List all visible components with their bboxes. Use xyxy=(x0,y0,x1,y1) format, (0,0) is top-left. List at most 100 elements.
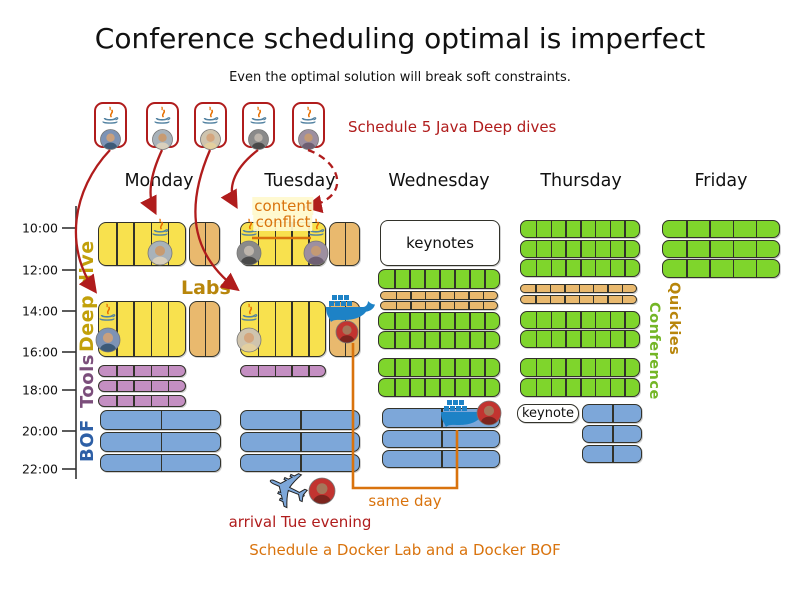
column-divider xyxy=(167,365,170,377)
column-divider xyxy=(624,240,626,258)
track-label-bof: BOF xyxy=(77,419,98,462)
column-divider xyxy=(441,450,443,468)
session-block-mon-labs xyxy=(189,301,220,357)
java-logo-icon xyxy=(248,106,268,129)
column-divider xyxy=(454,269,456,289)
track-label-quickies: Quickies xyxy=(666,282,682,356)
session-block-mon-tools xyxy=(98,380,186,392)
annotation-same-day: same day xyxy=(368,492,442,510)
column-divider xyxy=(686,220,688,238)
column-divider xyxy=(116,380,118,392)
session-block-mon-labs xyxy=(189,222,220,266)
column-divider xyxy=(116,222,118,266)
page-title: Conference scheduling optimal is imperfe… xyxy=(94,22,706,55)
column-divider xyxy=(578,284,580,293)
column-divider xyxy=(133,222,135,266)
session-block-wed-conference xyxy=(378,312,500,330)
column-divider xyxy=(133,380,135,392)
column-divider xyxy=(394,331,396,349)
column-divider xyxy=(409,358,411,377)
time-label-2200: 22:00 xyxy=(21,461,58,477)
session-block-fri-conference xyxy=(662,259,780,278)
speaker-card-speaker-2 xyxy=(145,102,179,150)
column-divider xyxy=(564,295,566,304)
column-divider xyxy=(439,378,441,397)
column-divider xyxy=(565,311,567,329)
column-divider xyxy=(439,291,441,300)
java-logo-icon xyxy=(100,106,120,129)
column-divider xyxy=(709,259,711,278)
column-divider xyxy=(424,378,426,397)
speaker-avatar xyxy=(151,129,173,154)
column-divider xyxy=(612,404,614,423)
column-divider xyxy=(394,312,396,330)
column-divider xyxy=(607,284,609,293)
java-logo-icon xyxy=(152,106,172,129)
column-divider xyxy=(167,222,170,266)
column-divider xyxy=(609,330,611,348)
column-divider xyxy=(484,312,486,330)
session-block-thu-conference xyxy=(520,358,640,377)
column-divider xyxy=(469,378,471,397)
java-logo-icon xyxy=(151,218,169,246)
column-divider xyxy=(291,222,293,266)
column-divider xyxy=(535,220,538,238)
session-block-thu-conference xyxy=(520,311,640,329)
session-block-thu-conference xyxy=(520,259,640,277)
column-divider xyxy=(755,240,758,258)
column-divider xyxy=(624,259,626,277)
column-divider xyxy=(550,378,552,397)
java-logo-icon xyxy=(298,106,318,129)
column-divider xyxy=(609,259,611,277)
column-divider xyxy=(732,240,735,258)
speaker-avatar xyxy=(236,327,262,357)
annotation-content-conflict-line2: conflict xyxy=(253,213,313,231)
session-block-wed-conference xyxy=(378,331,500,349)
speaker-avatar xyxy=(147,240,173,270)
session-block-fri-conference xyxy=(662,220,780,238)
column-divider xyxy=(116,395,118,407)
session-block-mon-tools xyxy=(98,395,186,407)
column-divider xyxy=(564,284,566,293)
column-divider xyxy=(394,269,396,289)
session-block-tue-bof xyxy=(240,432,360,452)
column-divider xyxy=(535,240,538,258)
column-divider xyxy=(594,358,597,377)
speaker-avatar xyxy=(199,129,221,154)
time-label-1000: 10:00 xyxy=(21,220,58,236)
column-divider xyxy=(594,240,597,258)
column-divider xyxy=(609,240,611,258)
session-block-mon-tools xyxy=(98,365,186,377)
column-divider xyxy=(439,331,441,349)
column-divider xyxy=(755,220,758,238)
day-header-wednesday: Wednesday xyxy=(388,171,490,191)
column-divider xyxy=(160,454,162,472)
column-divider xyxy=(565,240,567,258)
column-divider xyxy=(300,410,302,430)
column-divider xyxy=(565,330,567,348)
column-divider xyxy=(453,291,455,300)
column-divider xyxy=(274,301,277,357)
column-divider xyxy=(469,269,471,289)
column-divider xyxy=(580,259,582,277)
session-block-wed-keynote: keynotes xyxy=(380,220,500,266)
column-divider xyxy=(482,301,484,310)
session-block-wed-quickies xyxy=(380,291,498,300)
column-divider xyxy=(609,378,611,397)
java-logo-icon xyxy=(98,303,116,331)
session-block-tue-bof xyxy=(240,410,360,430)
column-divider xyxy=(612,445,614,463)
column-divider xyxy=(394,378,396,397)
column-divider xyxy=(150,301,153,357)
arrow-speaker-3 xyxy=(194,149,240,292)
column-divider xyxy=(409,378,411,397)
column-divider xyxy=(592,284,595,293)
column-divider xyxy=(550,220,552,238)
column-divider xyxy=(160,432,162,452)
annotation-content-conflict: content conflict xyxy=(252,197,314,231)
speaker-avatar xyxy=(303,240,329,270)
session-block-fri-conference xyxy=(662,240,780,258)
speaker-avatar xyxy=(335,320,359,348)
speaker-card-speaker-5 xyxy=(291,102,325,150)
column-divider xyxy=(468,291,470,300)
